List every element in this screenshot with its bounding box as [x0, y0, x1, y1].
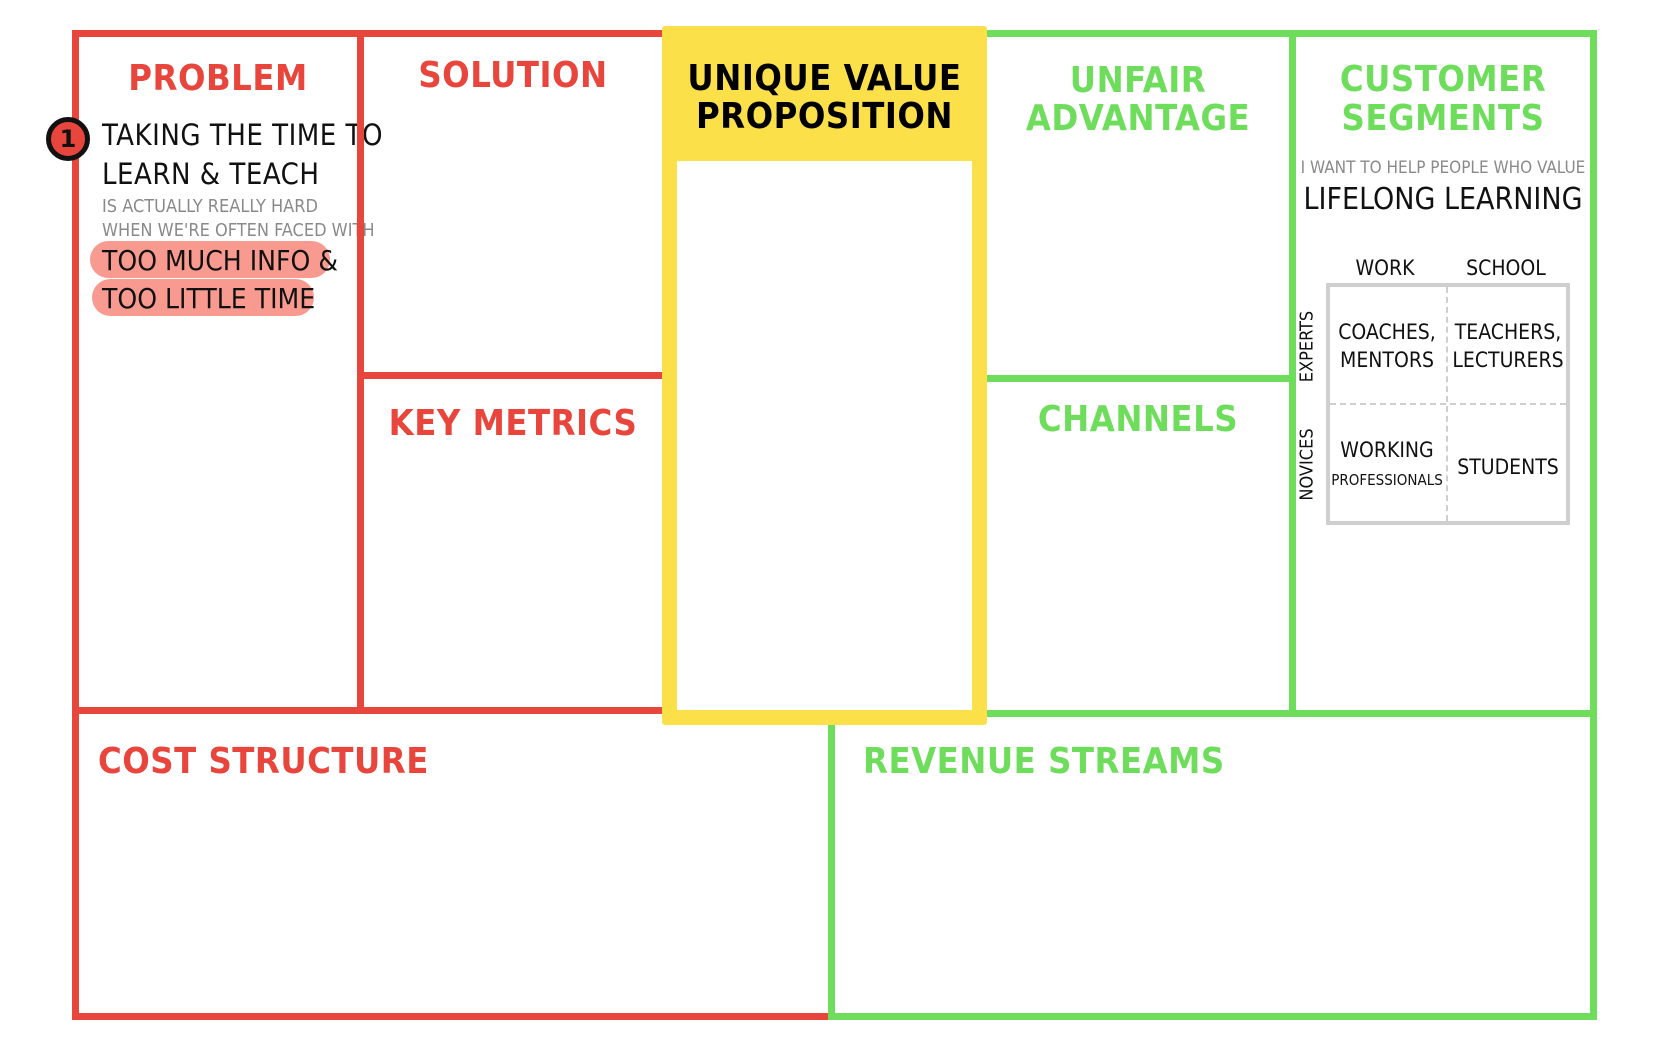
channels-title: CHANNELS — [1037, 399, 1239, 440]
key-metrics-title: KEY METRICS — [388, 403, 638, 444]
matrix-row-header-experts: EXPERTS — [1296, 310, 1318, 383]
highlight-pill-2 — [92, 279, 314, 316]
matrix-col-header-school: SCHOOL — [1466, 256, 1546, 280]
problem-main-line2: LEARN & TEACH — [102, 157, 320, 191]
step-number: 1 — [59, 125, 77, 153]
matrix-row-header-novices: NOVICES — [1296, 428, 1318, 501]
customer-segments-value: LIFELONG LEARNING — [1303, 182, 1583, 217]
problem-title: PROBLEM — [128, 58, 308, 99]
customer-segments-intro: I WANT TO HELP PEOPLE WHO VALUE — [1300, 158, 1586, 178]
revenue-streams-box — [828, 710, 1597, 1020]
cost-structure-title: COST STRUCTURE — [98, 741, 429, 782]
matrix-cell-novice-work-line1: WORKING — [1340, 438, 1434, 462]
segment-matrix — [1326, 283, 1570, 525]
uvp-title-line2: PROPOSITION — [695, 96, 954, 137]
matrix-cell-novice-work-line2: PROFESSIONALS — [1331, 471, 1443, 489]
matrix-cell-novice-school: STUDENTS — [1457, 455, 1559, 479]
revenue-streams-title: REVENUE STREAMS — [863, 741, 1225, 782]
customer-segments-title-line2: SEGMENTS — [1341, 98, 1545, 139]
problem-sub-line2: WHEN WE'RE OFTEN FACED WITH — [102, 220, 375, 241]
matrix-cell-expert-school-line1: TEACHERS, — [1454, 320, 1562, 344]
matrix-cell-expert-work-line1: COACHES, — [1338, 320, 1436, 344]
uvp-box — [662, 26, 987, 725]
matrix-divider-horizontal — [1330, 403, 1566, 405]
highlight-pill-1 — [90, 241, 330, 278]
uvp-title-line1: UNIQUE VALUE — [687, 58, 962, 99]
unfair-advantage-title: UNFAIR ADVANTAGE — [1025, 60, 1251, 139]
problem-highlight1: TOO MUCH INFO & — [102, 244, 338, 277]
problem-highlight2: TOO LITTLE TIME — [102, 282, 316, 315]
matrix-cell-expert-school-line2: LECTURERS — [1452, 348, 1564, 372]
matrix-cell-expert-work-line2: MENTORS — [1340, 348, 1434, 372]
problem-main-line1: TAKING THE TIME TO — [102, 118, 384, 152]
step-number-badge: 1 — [46, 117, 90, 161]
problem-sub-line1: IS ACTUALLY REALLY HARD — [102, 196, 318, 217]
solution-title: SOLUTION — [418, 55, 608, 96]
customer-segments-title-line1: CUSTOMER — [1339, 59, 1547, 100]
matrix-col-header-work: WORK — [1355, 256, 1415, 280]
